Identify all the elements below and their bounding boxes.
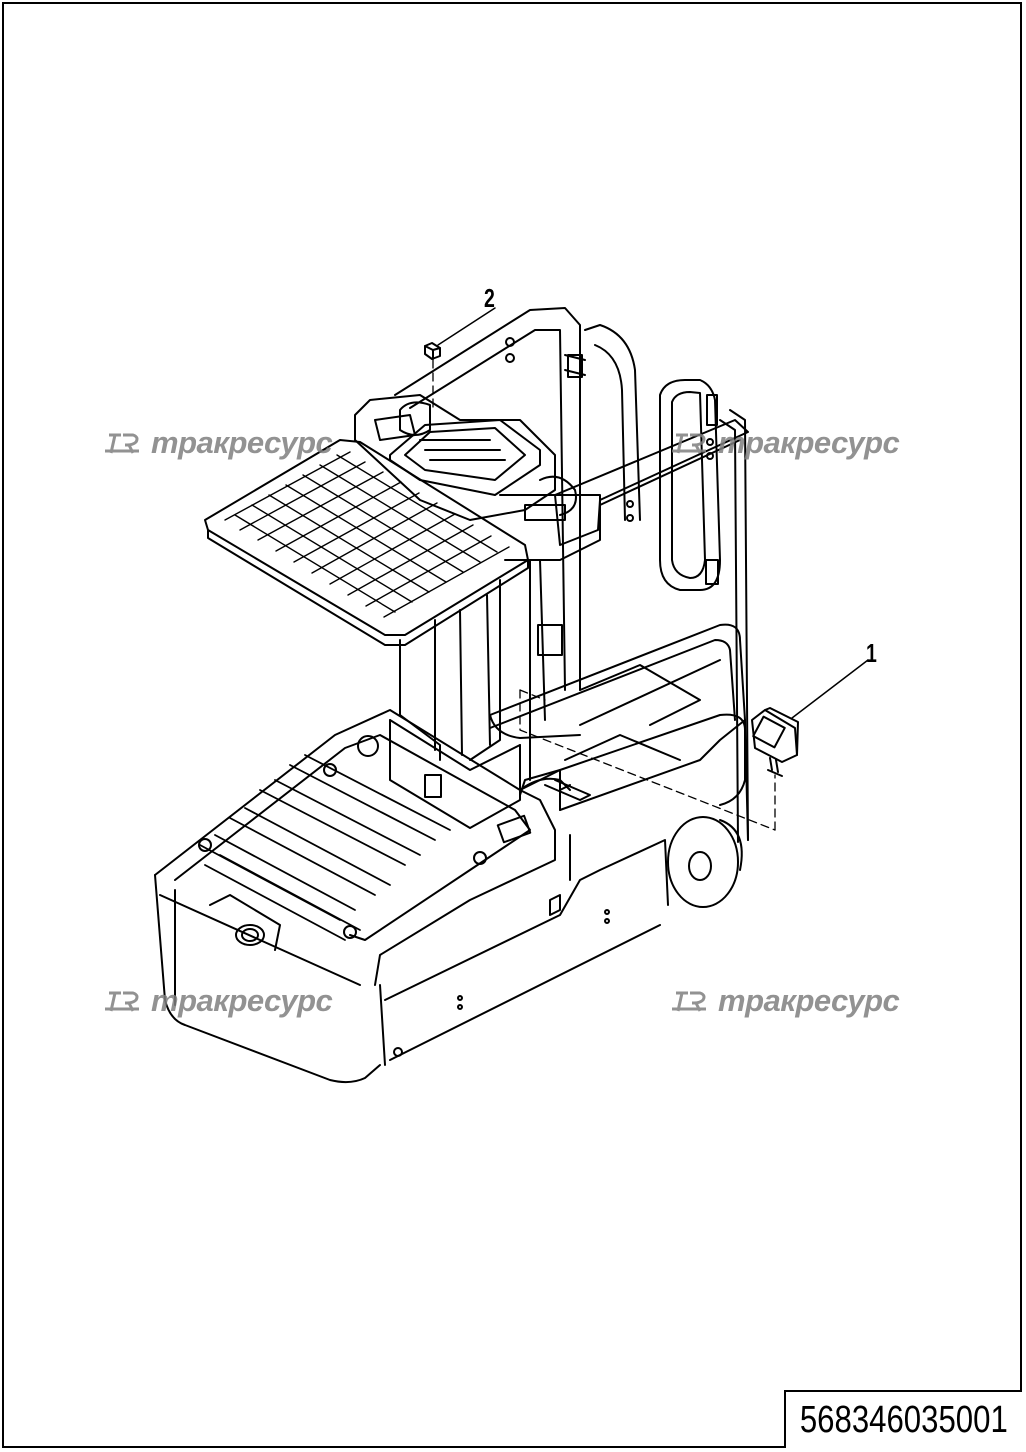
watermark-logo-icon <box>672 433 706 454</box>
watermark-logo-icon <box>105 991 139 1012</box>
guard-rail <box>489 623 746 761</box>
watermark-logo-icon <box>105 433 139 454</box>
work-light <box>751 707 799 777</box>
part-number-box: 568346035001 <box>784 1390 1022 1448</box>
lift-column <box>389 559 563 829</box>
watermark: тракресурс <box>103 425 333 461</box>
callout-item-1: 1 <box>866 638 877 668</box>
watermark-logo-icon <box>672 991 706 1012</box>
watermark: тракресурс <box>670 425 900 461</box>
callout-item-2: 2 <box>484 283 495 313</box>
assembly-dashed-lines <box>432 359 776 831</box>
small-part <box>424 342 441 360</box>
rear-wheel <box>667 816 743 908</box>
watermark-text: тракресурс <box>151 983 333 1018</box>
leader-lines <box>437 307 869 719</box>
watermark-text: тракресурс <box>718 983 900 1018</box>
mast-frame <box>394 307 641 691</box>
watermark-text: тракресурс <box>151 425 333 460</box>
part-number: 568346035001 <box>800 1398 1008 1441</box>
watermark-text: тракресурс <box>718 425 900 460</box>
side-handle <box>659 379 749 843</box>
watermark: тракресурс <box>670 983 900 1019</box>
floor-plate <box>519 713 746 806</box>
watermark: тракресурс <box>103 983 333 1019</box>
platform-tray <box>204 439 529 646</box>
chassis-body <box>154 709 749 1084</box>
